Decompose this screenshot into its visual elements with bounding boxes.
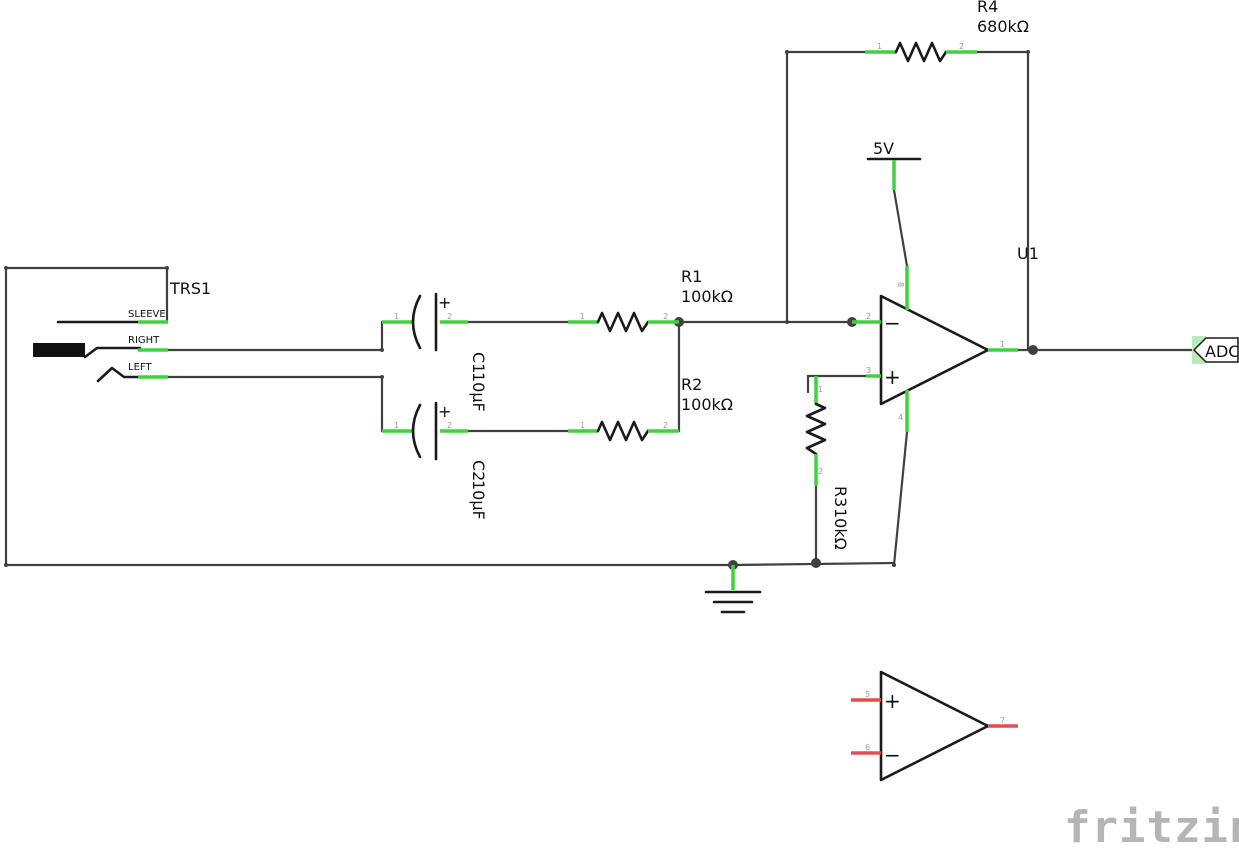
svg-text:1: 1: [394, 312, 399, 321]
r1-zigzag: [596, 311, 650, 333]
bend-tr: [165, 266, 169, 270]
svg-text:2: 2: [959, 42, 964, 51]
svg-text:1: 1: [1000, 340, 1005, 349]
svg-text:2: 2: [866, 312, 871, 321]
wire-right-c1: [166, 320, 384, 352]
svg-text:6: 6: [865, 743, 870, 752]
adc-tag: [1192, 337, 1239, 363]
svg-text:4: 4: [898, 413, 903, 422]
capacitor-c1[interactable]: 1 2 + C1 10µF: [382, 292, 488, 412]
r4-value: 680kΩ: [977, 17, 1029, 36]
r3-value: 10kΩ: [831, 508, 850, 550]
trs-jack[interactable]: SLEEVE RIGHT LEFT TRS1: [33, 279, 211, 383]
r3-ref: R3: [831, 486, 850, 507]
capacitor-c2[interactable]: 1 2 + C2 10µF: [382, 401, 488, 520]
wire-left-c2: [166, 375, 384, 433]
r2-zigzag: [596, 420, 650, 442]
trs1-ref: TRS1: [169, 279, 211, 298]
u1b-plus: +: [884, 689, 901, 713]
junction-r3-ground: [811, 558, 821, 568]
wire-sleeve-ground: [4, 266, 735, 567]
c2-curved-plate: [411, 403, 422, 459]
r2-ref: R2: [681, 375, 702, 394]
u1-triangle: [879, 294, 990, 406]
svg-text:2: 2: [818, 467, 823, 476]
u1b-triangle: [879, 670, 990, 782]
c1-value: 10µF: [469, 372, 488, 412]
jack-left-line: [96, 366, 142, 383]
bend-right: [380, 348, 384, 352]
junctions: [4, 50, 1038, 570]
svg-text:8: 8: [896, 282, 905, 287]
wire-noninv-r3: [806, 374, 868, 394]
svg-text:1: 1: [877, 42, 882, 51]
u1-ref: U1: [1017, 244, 1039, 263]
u1-minus: −: [884, 311, 901, 335]
r4-ref: R4: [977, 0, 998, 16]
c1-curved-plate: [411, 294, 422, 350]
svg-text:1: 1: [394, 421, 399, 430]
u1-plus: +: [884, 365, 901, 389]
svg-text:2: 2: [663, 421, 668, 430]
supply-label: 5V: [873, 139, 894, 158]
svg-text:2: 2: [447, 312, 452, 321]
junction-feedback: [785, 320, 789, 324]
jack-label-right: RIGHT: [128, 335, 160, 346]
c1-polarity: +: [438, 293, 451, 312]
junction-output: [1028, 345, 1038, 355]
c2-polarity: +: [438, 402, 451, 421]
r4-zigzag: [894, 41, 948, 63]
resistor-r2[interactable]: 1 2 R2 100kΩ: [568, 375, 733, 442]
u1b-minus: −: [884, 743, 901, 767]
resistor-r3[interactable]: 1 2 R3 10kΩ: [805, 376, 850, 550]
wire-feedback-left: [785, 50, 867, 324]
svg-text:5: 5: [865, 690, 870, 699]
resistor-r4[interactable]: 1 2 R4 680kΩ: [865, 0, 1029, 63]
c2-value: 10µF: [469, 480, 488, 520]
jack-label-sleeve: SLEEVE: [128, 309, 166, 320]
jack-plug-body: [33, 343, 85, 357]
r1-ref: R1: [681, 267, 702, 286]
svg-text:1: 1: [818, 385, 823, 394]
opamp-u1-unused[interactable]: + − 5 6 7: [851, 670, 1018, 782]
svg-text:2: 2: [663, 312, 668, 321]
wire-pin4-ground: [892, 430, 909, 567]
bend-left: [380, 375, 384, 379]
bend-r4-left: [785, 50, 789, 54]
jack-label-left: LEFT: [128, 362, 152, 373]
resistor-r1[interactable]: 1 2 R1 100kΩ: [568, 267, 733, 333]
svg-text:1: 1: [580, 421, 585, 430]
wires: [4, 50, 1197, 580]
c1-ref: C1: [469, 352, 488, 373]
supply-5v[interactable]: 5V: [866, 139, 922, 190]
bend-pin4: [892, 563, 896, 567]
bend-r4-right: [1026, 50, 1030, 54]
wire-feedback-right: [975, 50, 1030, 352]
fritzing-logo: fritzing: [1064, 802, 1239, 852]
adc-net-label[interactable]: ADC: [1192, 336, 1239, 364]
r2-value: 100kΩ: [681, 395, 733, 414]
adc-label: ADC: [1205, 342, 1239, 361]
r1-value: 100kΩ: [681, 287, 733, 306]
svg-text:7: 7: [1000, 716, 1005, 725]
opamp-u1[interactable]: − + 2 3 1 8 4 U1: [852, 244, 1039, 432]
r3-zigzag: [805, 402, 827, 456]
c2-ref: C2: [469, 460, 488, 481]
svg-text:2: 2: [447, 421, 452, 430]
wire-5v-pin8: [892, 188, 909, 268]
jack-right-line: [83, 346, 142, 359]
bend-bl: [4, 563, 8, 567]
svg-text:3: 3: [866, 366, 871, 375]
svg-text:1: 1: [580, 312, 585, 321]
ground-symbol[interactable]: [704, 565, 762, 614]
bend-tl: [4, 266, 8, 270]
